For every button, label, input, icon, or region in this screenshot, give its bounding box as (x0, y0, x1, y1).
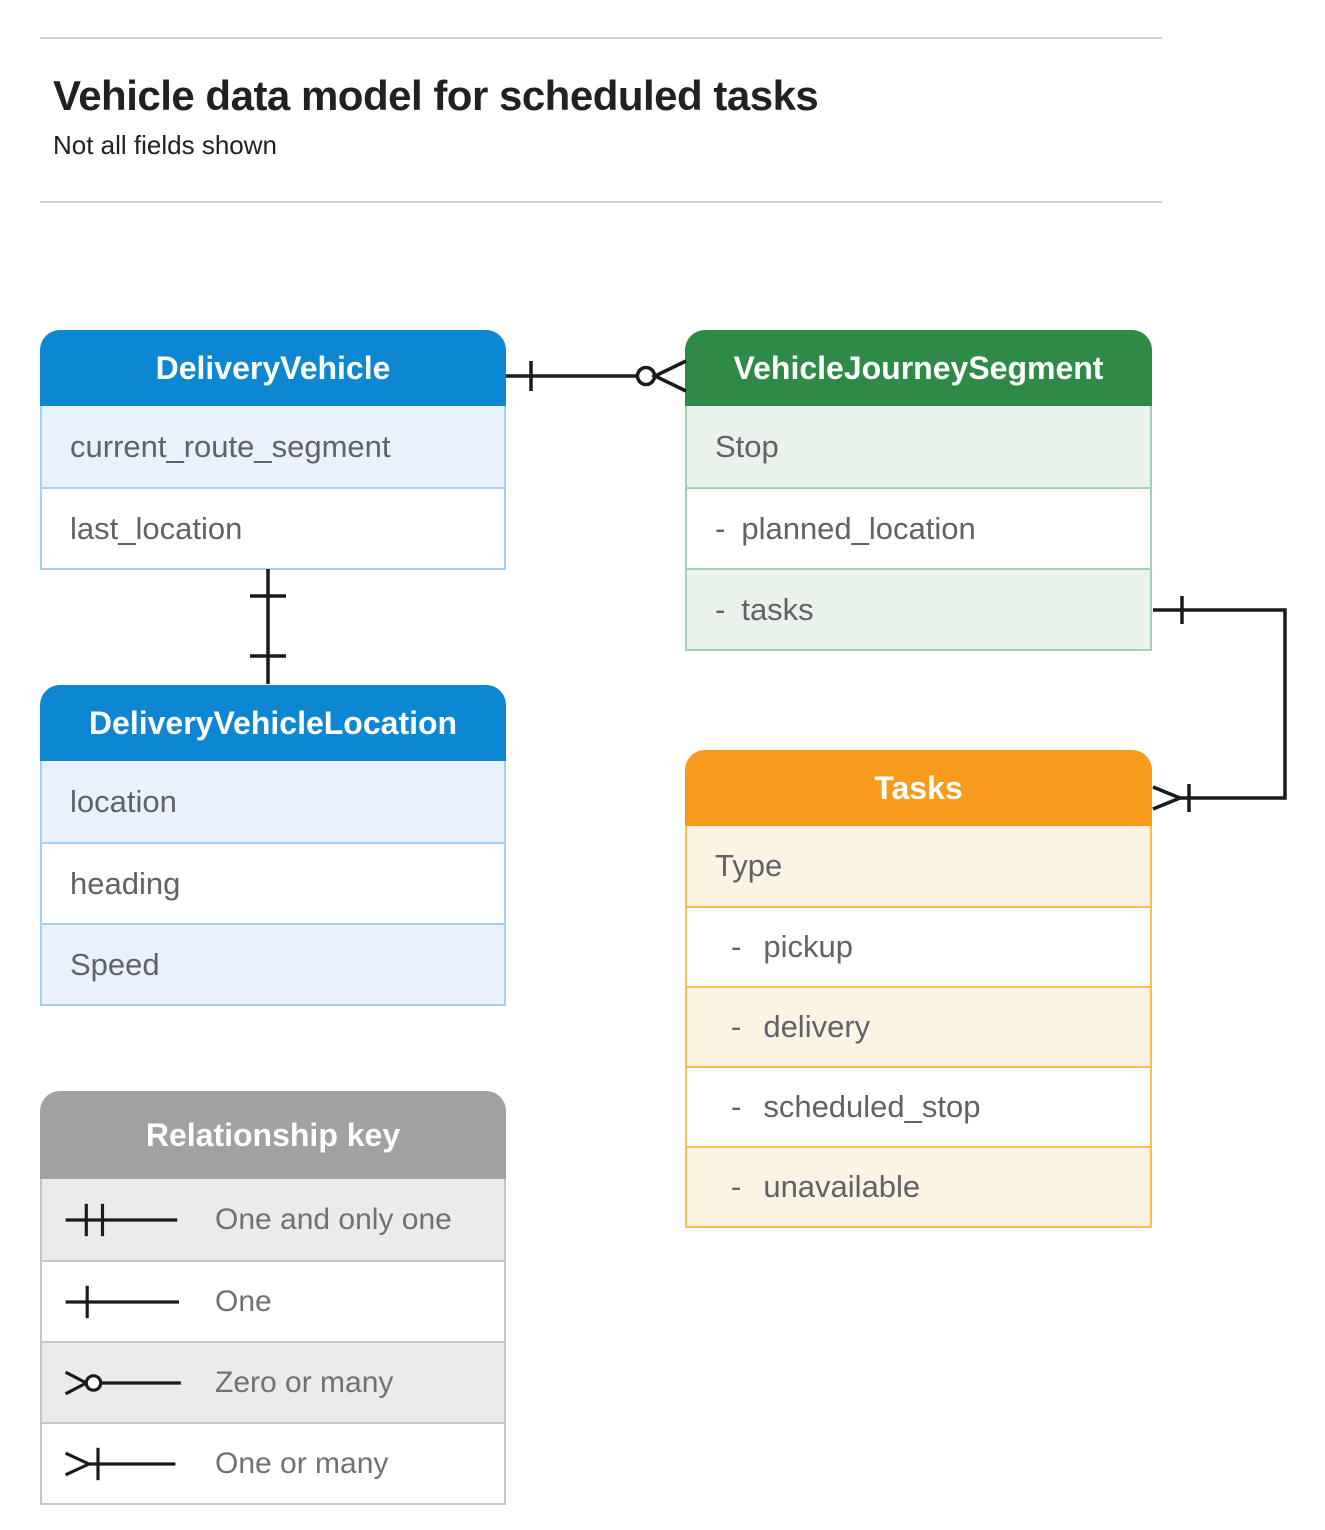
subtitle-divider (40, 201, 1162, 203)
legend-item-zero-or-many: Zero or many (42, 1341, 504, 1422)
field-stop: Stop (687, 406, 1150, 487)
entity-tasks-title: Tasks (685, 750, 1152, 826)
entity-delivery-vehicle: DeliveryVehicle current_route_segment la… (40, 330, 506, 570)
entity-delivery-vehicle-location-fields: location heading Speed (40, 761, 506, 1006)
field-tasks: -tasks (687, 568, 1150, 649)
connector-vehiclejourneysegment-tasks (1152, 596, 1287, 812)
entity-vehicle-journey-segment: VehicleJourneySegment Stop -planned_loca… (685, 330, 1152, 651)
field-label: delivery (763, 1009, 871, 1044)
legend-label: Zero or many (215, 1365, 394, 1399)
field-label: current_route_segment (70, 428, 391, 464)
field-label: pickup (763, 929, 853, 964)
entity-delivery-vehicle-location: DeliveryVehicleLocation location heading… (40, 685, 506, 1006)
field-bullet: - (715, 510, 726, 546)
field-pickup: -pickup (687, 906, 1150, 986)
zero-or-many-symbol-icon (64, 1370, 181, 1395)
field-label: tasks (741, 591, 814, 627)
field-label: scheduled_stop (763, 1089, 981, 1124)
legend-label: One and only one (215, 1202, 452, 1236)
field-bullet: - (731, 929, 742, 964)
field-bullet: - (731, 1089, 742, 1124)
zero-circle (635, 365, 657, 387)
field-label: location (70, 783, 177, 819)
connector-deliveryvehicle-vehiclejourneysegment (506, 359, 687, 393)
many-crowfoot (1152, 785, 1181, 811)
entity-delivery-vehicle-fields: current_route_segment last_location (40, 406, 506, 570)
field-scheduled-stop: -scheduled_stop (687, 1066, 1150, 1146)
many-crowfoot (650, 359, 687, 393)
field-label: unavailable (763, 1169, 921, 1204)
legend-item-one-and-only-one: One and only one (42, 1179, 504, 1260)
page-subtitle: Not all fields shown (53, 130, 277, 160)
field-label: planned_location (741, 510, 976, 546)
relationship-key-title: Relationship key (40, 1091, 506, 1179)
legend-item-one: One (42, 1260, 504, 1341)
relationship-key: Relationship key One and only one One Ze… (40, 1091, 506, 1505)
legend-label: One (215, 1284, 272, 1318)
entity-tasks: Tasks Type -pickup -delivery -scheduled_… (685, 750, 1152, 1228)
entity-delivery-vehicle-title: DeliveryVehicle (40, 330, 506, 406)
connector-deliveryvehicle-deliveryvehiclelocation (250, 569, 286, 684)
field-heading: heading (42, 842, 504, 923)
page-title: Vehicle data model for scheduled tasks (53, 72, 819, 119)
field-label: heading (70, 865, 181, 901)
field-speed: Speed (42, 923, 504, 1004)
entity-tasks-fields: Type -pickup -delivery -scheduled_stop -… (685, 826, 1152, 1228)
connector-line (1153, 608, 1287, 800)
field-bullet: - (715, 591, 726, 627)
top-divider (40, 37, 1162, 39)
field-unavailable: -unavailable (687, 1146, 1150, 1226)
field-label: Type (715, 848, 783, 883)
field-type: Type (687, 826, 1150, 906)
field-label: Stop (715, 428, 779, 464)
field-bullet: - (731, 1169, 742, 1204)
legend-label: One or many (215, 1446, 389, 1480)
entity-delivery-vehicle-location-title: DeliveryVehicleLocation (40, 685, 506, 761)
relationship-key-rows: One and only one One Zero or many One or… (40, 1179, 506, 1505)
field-last-location: last_location (42, 487, 504, 568)
field-label: last_location (70, 510, 243, 546)
field-bullet: - (731, 1009, 742, 1044)
field-location: location (42, 761, 504, 842)
one-or-many-symbol-icon (64, 1447, 176, 1480)
field-planned-location: -planned_location (687, 487, 1150, 568)
field-label: Speed (70, 946, 160, 982)
one-and-only-one-symbol-icon (65, 1203, 178, 1236)
field-current-route-segment: current_route_segment (42, 406, 504, 487)
legend-item-one-or-many: One or many (42, 1422, 504, 1503)
one-symbol-icon (65, 1285, 179, 1318)
field-delivery: -delivery (687, 986, 1150, 1066)
entity-vehicle-journey-segment-fields: Stop -planned_location -tasks (685, 406, 1152, 651)
entity-vehicle-journey-segment-title: VehicleJourneySegment (685, 330, 1152, 406)
